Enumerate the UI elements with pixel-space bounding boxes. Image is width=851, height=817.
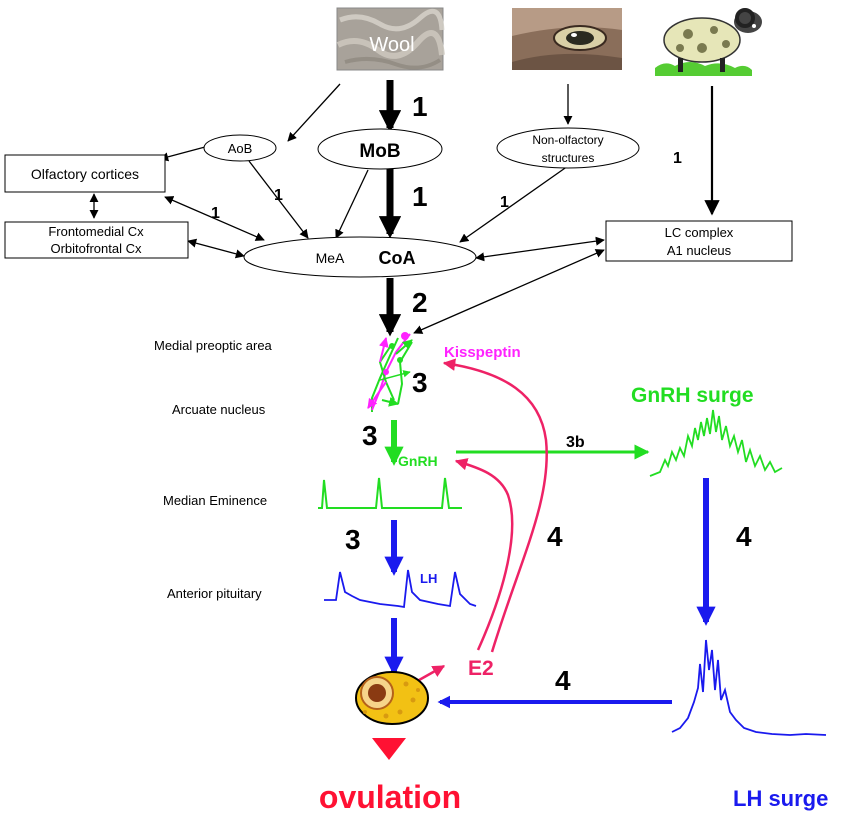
wool-label: Wool bbox=[369, 34, 414, 56]
step-2: 2 bbox=[412, 287, 428, 318]
gnrh-pulse-trace bbox=[318, 477, 462, 509]
lh-pulse-trace bbox=[324, 569, 477, 609]
anterior-pituitary-label: Anterior pituitary bbox=[167, 586, 262, 601]
step-3-gnrh: 3 bbox=[362, 420, 378, 451]
aob-node: AoB bbox=[203, 134, 277, 162]
non-olfactory-node: Non-olfactory structures bbox=[496, 127, 640, 169]
non-olfactory-label-2: structures bbox=[542, 151, 595, 165]
orbitofrontal-label: Orbitofrontal Cx bbox=[50, 241, 142, 256]
wool-image: Wool bbox=[336, 7, 445, 71]
step-4-gnrh-surge: 4 bbox=[736, 521, 752, 552]
kisspeptin-label: Kisspeptin bbox=[444, 344, 521, 361]
step-1-cortex: 1 bbox=[211, 205, 220, 222]
step-4-e2: 4 bbox=[547, 521, 563, 552]
mob-label: MoB bbox=[359, 141, 400, 162]
medial-preoptic-label: Medial preoptic area bbox=[154, 338, 273, 353]
lh-label: LH bbox=[420, 571, 437, 586]
ovulation-arrowhead bbox=[372, 738, 406, 760]
ram-image bbox=[655, 8, 762, 76]
arcuate-label: Arcuate nucleus bbox=[172, 402, 266, 417]
step-3b: 3b bbox=[566, 434, 585, 451]
black-connector-arrows bbox=[89, 83, 720, 334]
region-labels: Medial preoptic area Arcuate nucleus Med… bbox=[154, 338, 273, 601]
coa-label: CoA bbox=[379, 248, 416, 268]
aob-label: AoB bbox=[228, 141, 253, 156]
lh-surge-trace bbox=[671, 639, 827, 736]
median-eminence-label: Median Eminence bbox=[163, 493, 267, 508]
step-4-lh-surge: 4 bbox=[555, 665, 571, 696]
mob-node: MoB bbox=[317, 128, 443, 170]
step-1-aob: 1 bbox=[274, 187, 283, 204]
ovulation-label: ovulation bbox=[319, 779, 461, 815]
non-olfactory-label-1: Non-olfactory bbox=[532, 133, 603, 147]
gnrh-kisspeptin-neurons bbox=[367, 332, 413, 412]
step-1-wool-mob: 1 bbox=[412, 91, 428, 122]
step-1-mob-coa: 1 bbox=[412, 181, 428, 212]
gnrh-surge-label: GnRH surge bbox=[631, 384, 754, 407]
e2-to-kisspeptin-arrow bbox=[442, 358, 548, 653]
step-3-neurons: 3 bbox=[412, 367, 428, 398]
step-1-ram: 1 bbox=[673, 150, 682, 167]
gnrh-surge-trace bbox=[649, 409, 783, 477]
frontomedial-label: Frontomedial Cx bbox=[48, 224, 144, 239]
ovary-follicle-icon bbox=[355, 671, 429, 725]
mea-label: MeA bbox=[316, 250, 345, 266]
olfactory-cortices-node: Olfactory cortices bbox=[4, 154, 166, 193]
lh-surge-label: LH surge bbox=[733, 786, 828, 811]
step-1-nonolfactory: 1 bbox=[500, 194, 509, 211]
olfactory-cortices-label: Olfactory cortices bbox=[31, 166, 139, 182]
gnrh-label: GnRH bbox=[398, 453, 438, 469]
e2-to-gnrh-arrow bbox=[454, 458, 514, 651]
mea-coa-node: MeA CoA bbox=[243, 236, 477, 278]
lc-complex-node: LC complex A1 nucleus bbox=[605, 220, 793, 262]
e2-label: E2 bbox=[468, 657, 494, 680]
frontal-cortex-node: Frontomedial Cx Orbitofrontal Cx bbox=[4, 221, 189, 259]
eye-image bbox=[512, 8, 622, 70]
step-3-pituitary: 3 bbox=[345, 524, 361, 555]
a1-nucleus-label: A1 nucleus bbox=[667, 243, 732, 258]
step-labels-black: 1 1 1 1 1 1 2 3 3 3 3b 4 4 4 bbox=[211, 91, 752, 696]
lc-complex-label: LC complex bbox=[665, 225, 734, 240]
